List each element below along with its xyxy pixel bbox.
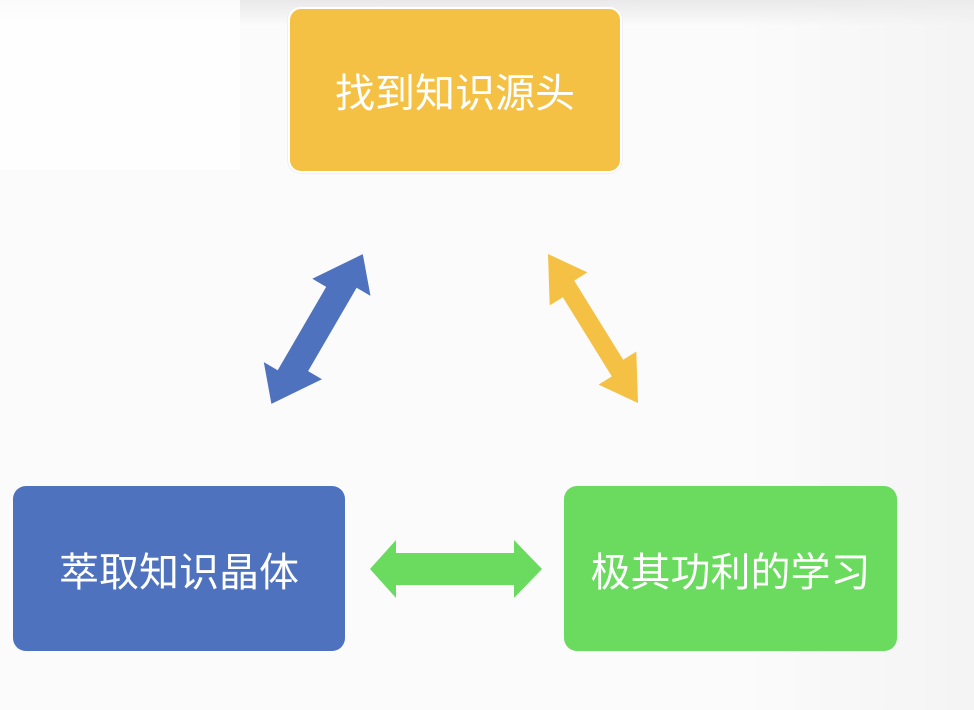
bottom-double-arrow bbox=[370, 540, 542, 598]
background-left-highlight bbox=[0, 0, 240, 170]
top-right-double-arrow bbox=[548, 254, 638, 403]
source-knowledge-node: 找到知识源头 bbox=[288, 7, 622, 173]
utilitarian-learning-label: 极其功利的学习 bbox=[590, 549, 871, 596]
utilitarian-learning-node: 极其功利的学习 bbox=[564, 486, 897, 651]
knowledge-crystal-node: 萃取知识晶体 bbox=[13, 486, 345, 651]
knowledge-crystal-label: 萃取知识晶体 bbox=[59, 549, 299, 596]
source-knowledge-label: 找到知识源头 bbox=[335, 71, 575, 117]
top-left-double-arrow bbox=[263, 254, 371, 404]
